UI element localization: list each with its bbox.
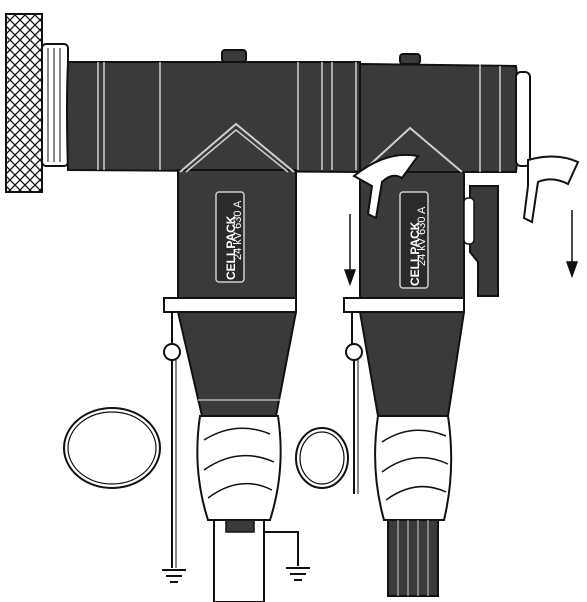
ground-symbol-icon — [162, 567, 310, 583]
left-earth-wire — [163, 312, 181, 568]
left-rating-text: 24 kV 630 A — [232, 200, 244, 260]
right-rating-text: 24 kV 630 A — [416, 206, 428, 266]
right-rating-label: CELLPACK 24 kV 630 A — [399, 191, 429, 289]
right-cable — [374, 415, 453, 597]
right-earth-wire — [345, 312, 363, 494]
connector-bus — [66, 49, 531, 174]
left-cable — [196, 415, 282, 602]
cable-earth-lead — [264, 531, 299, 566]
left-rating-label: CELLPACK 24 kV 630 A — [215, 191, 245, 283]
removal-clamp-right — [522, 155, 580, 224]
coiled-wire-icon — [63, 407, 349, 489]
clamp-icon — [463, 185, 499, 297]
knurled-cap-icon — [5, 13, 69, 193]
left-brand-text: CELLPACK — [224, 215, 238, 280]
arrow-down-icon — [343, 210, 579, 287]
left-connector-body — [163, 122, 298, 417]
right-brand-text: CELLPACK — [408, 221, 422, 286]
removal-clamp-left — [352, 153, 420, 220]
